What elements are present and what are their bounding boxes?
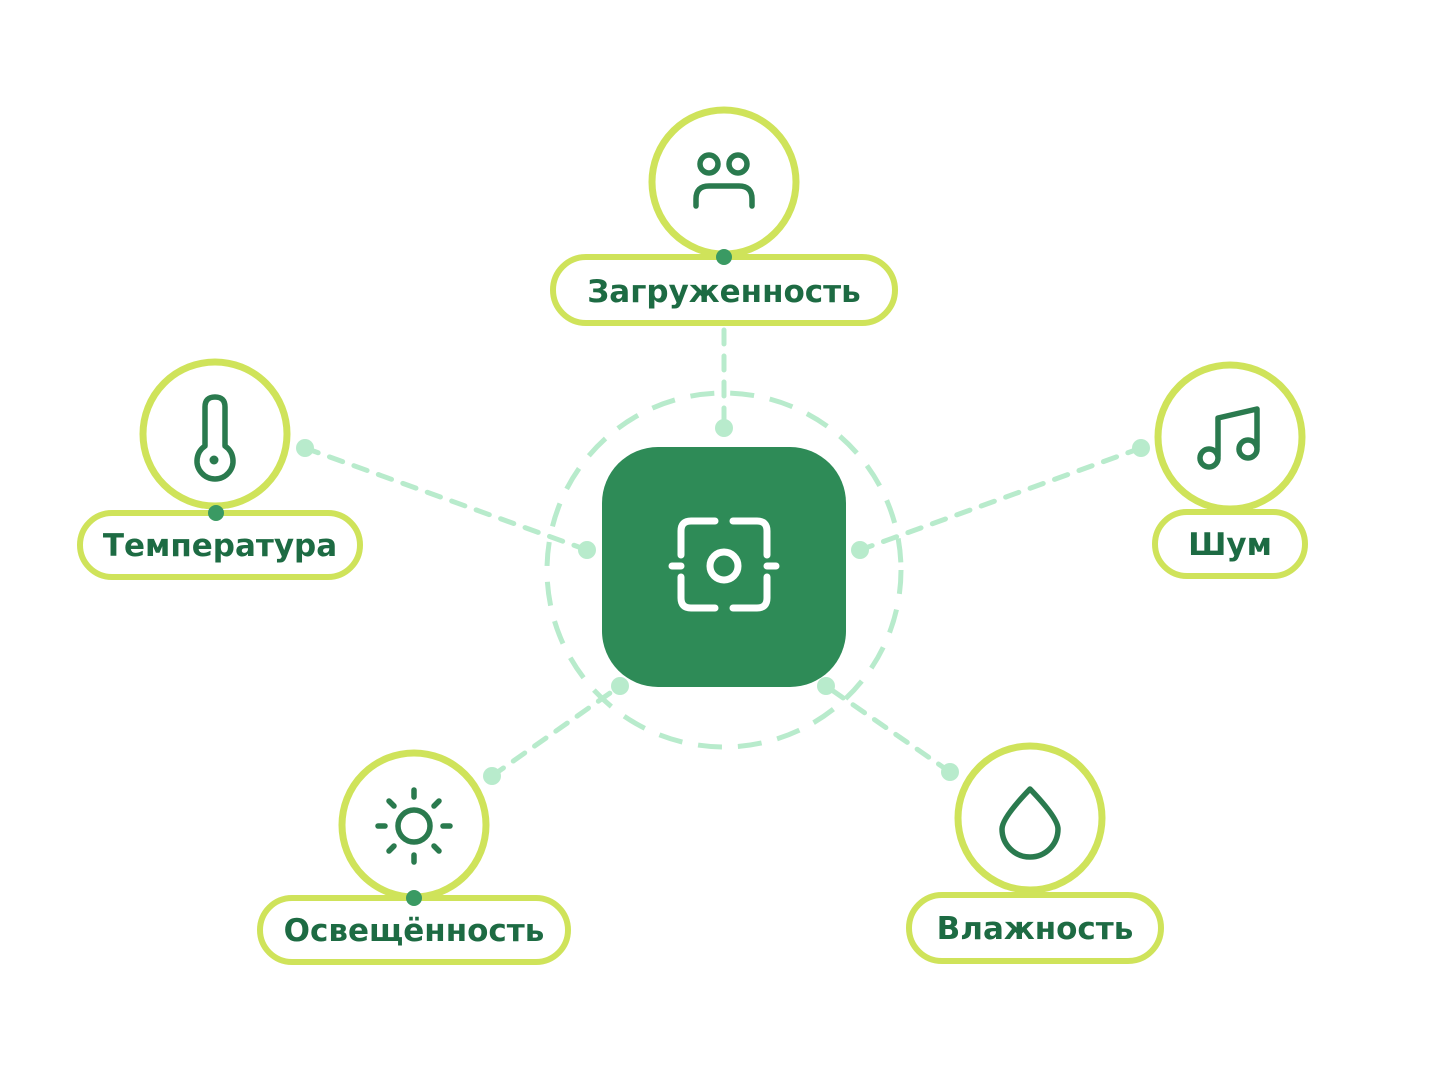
sun-icon [375,787,453,865]
connector-dot [715,419,733,437]
node-temperature: Температура [77,358,363,580]
node-label: Загруженность [587,274,861,310]
connector-noise [857,445,1144,553]
node-circle [139,358,291,510]
connector-illumination [489,683,623,779]
connector-dot [817,677,835,695]
connector-humidity [823,683,953,775]
hub-node [602,447,846,687]
node-circle [338,749,490,901]
node-illumination: Освещённость [257,749,571,965]
connector-dot [406,890,422,906]
sensor-hub-icon [668,517,780,612]
node-occupancy: Загруженность [550,106,898,326]
connector-dot [296,439,314,457]
node-label: Температура [103,528,337,564]
thermometer-icon [194,394,236,482]
hub-tile [602,447,846,687]
node-label-pill [906,892,1164,964]
connector-dot [208,505,224,521]
node-label-pill [1152,509,1308,579]
connector-dot [483,767,501,785]
node-circle [1154,361,1306,513]
people-icon [693,152,755,209]
hub-halo [544,390,904,750]
connector-dot [941,763,959,781]
connector-dot [578,541,596,559]
node-noise: Шум [1152,361,1308,579]
connector-dot [851,541,869,559]
node-label: Влажность [937,911,1134,947]
node-circle [648,106,800,258]
connector-dot [716,249,732,265]
node-circle [954,742,1106,894]
water-drop-icon [999,786,1061,860]
connector-dot [1132,439,1150,457]
node-humidity: Влажность [906,742,1164,964]
node-label: Шум [1188,527,1272,563]
music-note-icon [1197,406,1260,470]
connector-temperature [302,445,590,553]
connector-dot [611,677,629,695]
node-label: Освещённость [284,913,545,949]
